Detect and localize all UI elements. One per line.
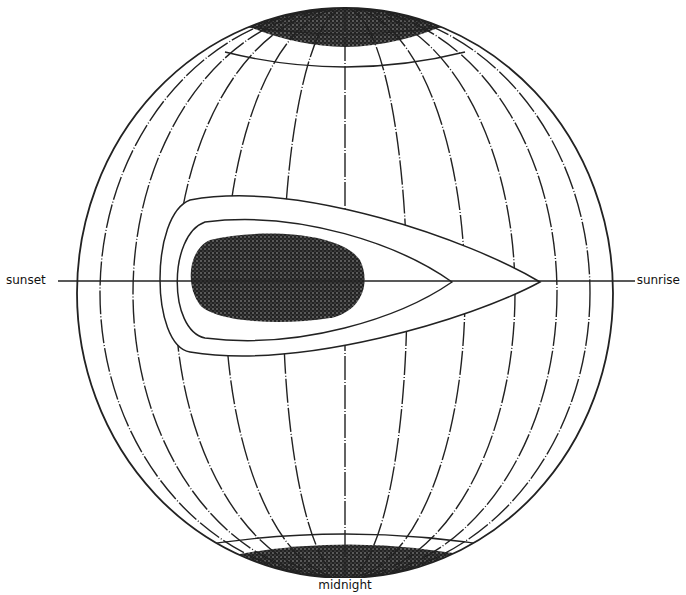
pole-label: midnight (316, 578, 374, 592)
terminator-line (58, 280, 642, 281)
pole-label: sunset (4, 273, 48, 287)
globe-outline (77, 8, 613, 578)
pole-label: sunrise (635, 273, 682, 287)
dark-region (191, 234, 365, 322)
